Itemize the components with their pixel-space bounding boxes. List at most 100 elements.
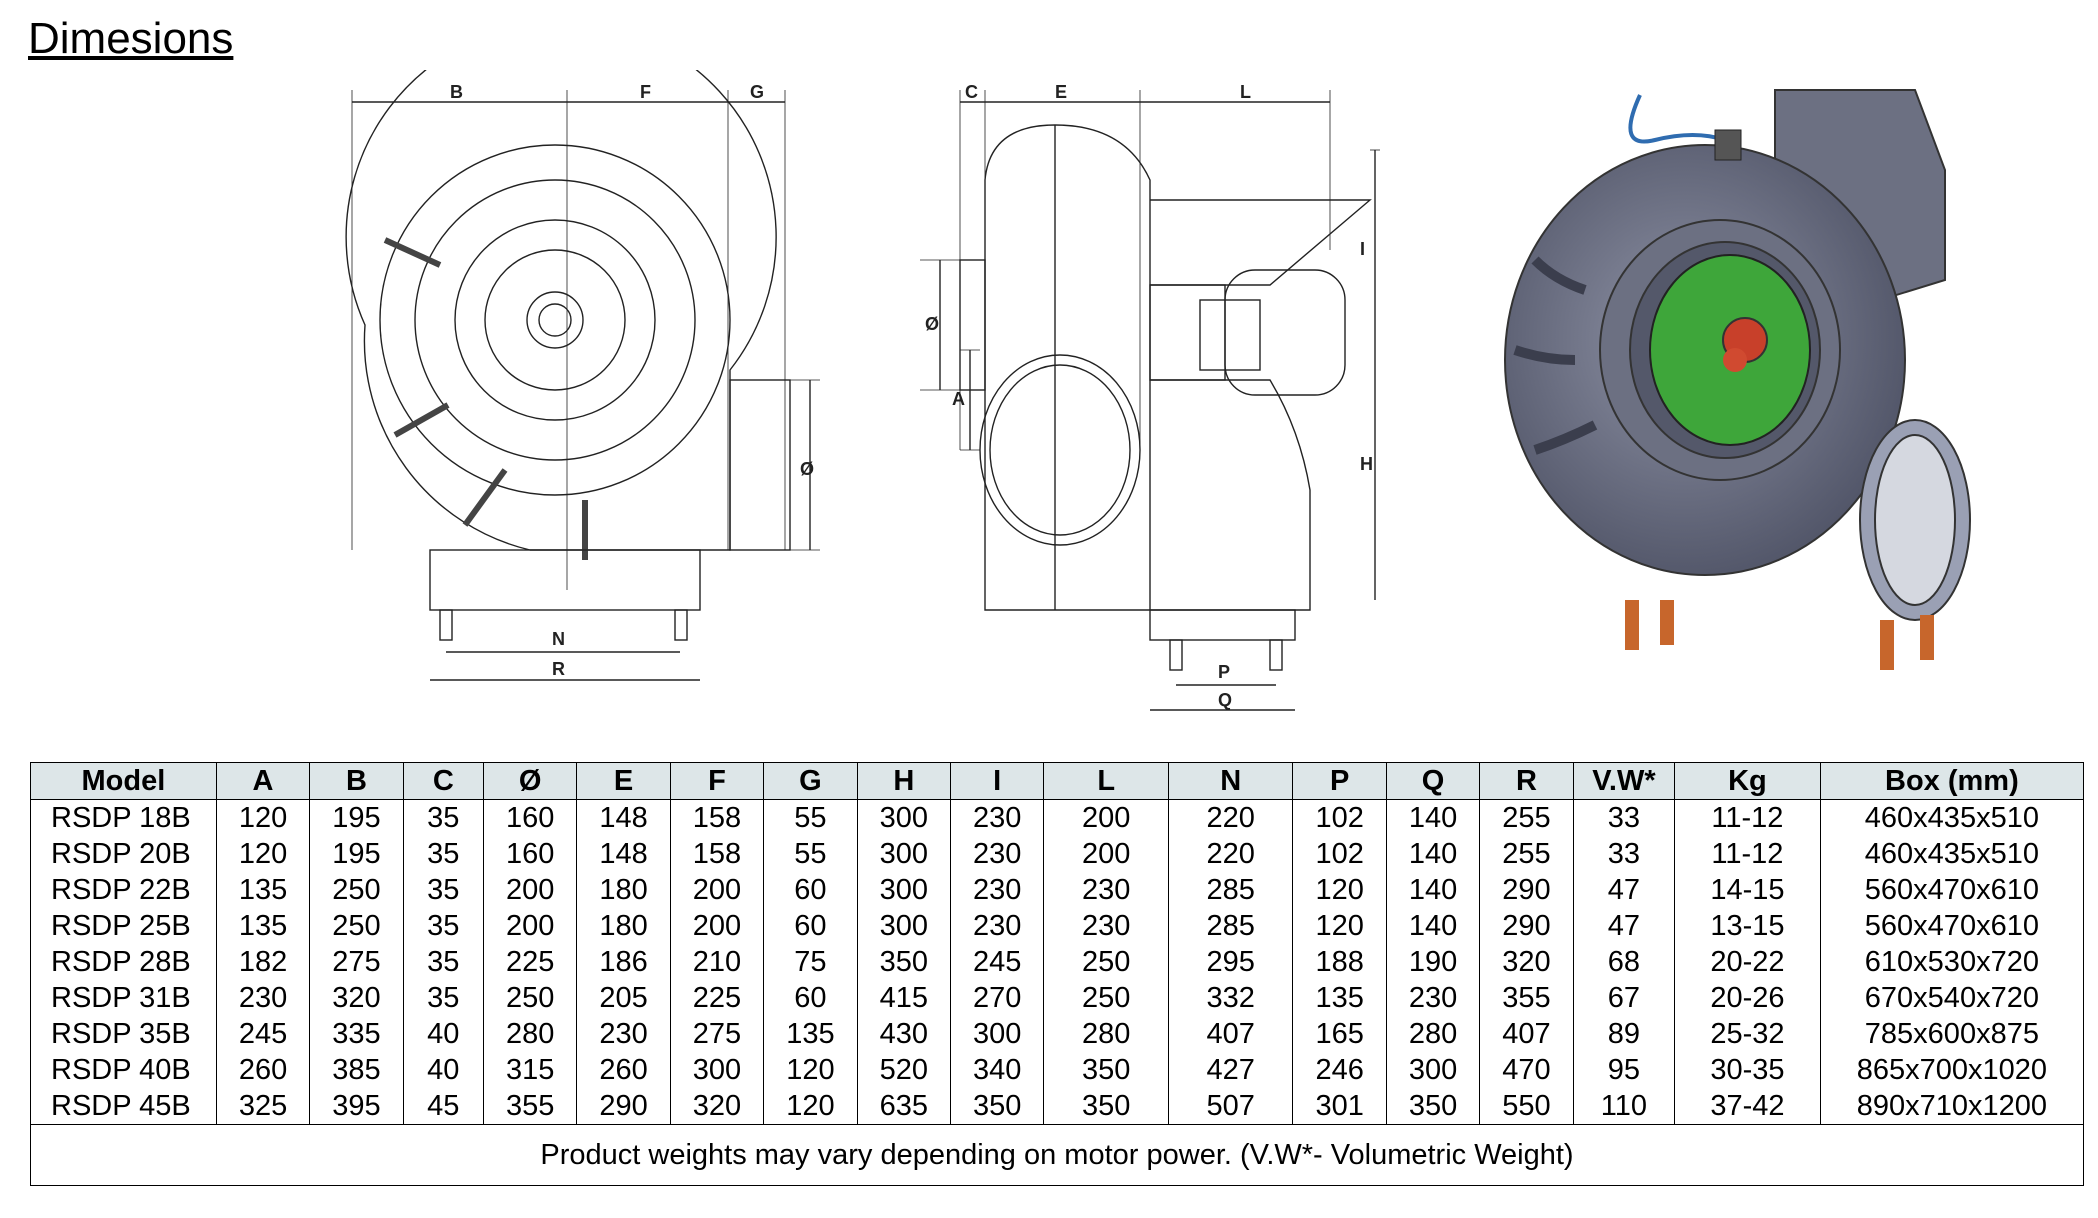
value-cell: 210 <box>669 944 765 980</box>
value-cell: 35 <box>402 908 484 944</box>
value-cell: 560x470x610 <box>1819 872 2085 908</box>
value-cell: 200 <box>669 908 765 944</box>
value-cell: 300 <box>1385 1052 1481 1088</box>
value-cell: 37-42 <box>1674 1088 1821 1125</box>
value-cell: 560x470x610 <box>1819 908 2085 944</box>
blower-3d-render <box>1504 89 1971 670</box>
value-cell: 395 <box>309 1088 404 1125</box>
value-cell: 460x435x510 <box>1819 836 2085 872</box>
value-cell: 110 <box>1572 1088 1676 1125</box>
value-cell: 225 <box>482 944 578 980</box>
value-cell: 35 <box>402 799 484 836</box>
value-cell: 35 <box>402 944 484 980</box>
value-cell: 158 <box>669 836 765 872</box>
value-cell: 230 <box>576 1016 671 1052</box>
value-cell: 407 <box>1479 1016 1574 1052</box>
value-cell: 325 <box>215 1088 311 1125</box>
page-title: Dimesions <box>28 14 234 63</box>
model-cell: RSDP 28B <box>30 944 217 980</box>
value-cell: 140 <box>1385 872 1481 908</box>
value-cell: 160 <box>482 799 578 836</box>
table-note-row: Product weights may vary depending on mo… <box>30 1124 2084 1186</box>
value-cell: 200 <box>1043 799 1169 836</box>
value-cell: 890x710x1200 <box>1819 1088 2085 1125</box>
dim-label-e: E <box>1055 82 1067 102</box>
value-cell: 320 <box>309 980 404 1016</box>
model-cell: RSDP 45B <box>30 1088 217 1125</box>
value-cell: 33 <box>1572 836 1676 872</box>
dim-label-diameter-side: Ø <box>925 314 939 334</box>
value-cell: 148 <box>576 836 671 872</box>
value-cell: 35 <box>402 836 484 872</box>
value-cell: 290 <box>576 1088 671 1125</box>
value-cell: 180 <box>576 872 671 908</box>
value-cell: 300 <box>856 872 952 908</box>
value-cell: 230 <box>949 908 1045 944</box>
value-cell: 255 <box>1479 836 1574 872</box>
value-cell: 135 <box>215 872 311 908</box>
value-cell: 350 <box>1043 1052 1169 1088</box>
value-cell: 140 <box>1385 836 1481 872</box>
value-cell: 225 <box>669 980 765 1016</box>
value-cell: 120 <box>215 836 311 872</box>
value-cell: 300 <box>856 836 952 872</box>
value-cell: 13-15 <box>1674 908 1821 944</box>
value-cell: 47 <box>1572 908 1676 944</box>
value-cell: 280 <box>1043 1016 1169 1052</box>
model-cell: RSDP 20B <box>30 836 217 872</box>
value-cell: 340 <box>949 1052 1045 1088</box>
value-cell: 120 <box>763 1052 858 1088</box>
value-cell: 260 <box>215 1052 311 1088</box>
value-cell: 180 <box>576 908 671 944</box>
value-cell: 188 <box>1292 944 1387 980</box>
value-cell: 285 <box>1167 872 1294 908</box>
dim-label-g: G <box>750 82 764 102</box>
value-cell: 300 <box>856 908 952 944</box>
value-cell: 320 <box>1479 944 1574 980</box>
value-cell: 20-26 <box>1674 980 1821 1016</box>
value-cell: 160 <box>482 836 578 872</box>
value-cell: 120 <box>1292 872 1387 908</box>
value-cell: 230 <box>215 980 311 1016</box>
dim-label-diameter: Ø <box>800 459 814 479</box>
value-cell: 165 <box>1292 1016 1387 1052</box>
value-cell: 670x540x720 <box>1819 980 2085 1016</box>
value-cell: 470 <box>1479 1052 1574 1088</box>
value-cell: 230 <box>1385 980 1481 1016</box>
value-cell: 55 <box>763 799 858 836</box>
value-cell: 140 <box>1385 799 1481 836</box>
value-cell: 300 <box>949 1016 1045 1052</box>
value-cell: 507 <box>1167 1088 1294 1125</box>
value-cell: 158 <box>669 799 765 836</box>
dim-label-h: H <box>1360 454 1373 474</box>
value-cell: 407 <box>1167 1016 1294 1052</box>
value-cell: 190 <box>1385 944 1481 980</box>
value-cell: 40 <box>402 1052 484 1088</box>
value-cell: 245 <box>215 1016 311 1052</box>
value-cell: 250 <box>309 908 404 944</box>
value-cell: 460x435x510 <box>1819 799 2085 836</box>
value-cell: 75 <box>763 944 858 980</box>
value-cell: 301 <box>1292 1088 1387 1125</box>
column-header: R <box>1479 762 1574 800</box>
value-cell: 275 <box>669 1016 765 1052</box>
value-cell: 135 <box>1292 980 1387 1016</box>
column-header: F <box>669 762 765 800</box>
value-cell: 60 <box>763 980 858 1016</box>
column-header: Ø <box>482 762 578 800</box>
model-cell: RSDP 40B <box>30 1052 217 1088</box>
value-cell: 245 <box>949 944 1045 980</box>
value-cell: 200 <box>669 872 765 908</box>
value-cell: 95 <box>1572 1052 1676 1088</box>
value-cell: 89 <box>1572 1016 1676 1052</box>
dim-label-b: B <box>450 82 463 102</box>
front-view-drawing: B F G Ø N R <box>345 70 820 681</box>
value-cell: 200 <box>482 872 578 908</box>
